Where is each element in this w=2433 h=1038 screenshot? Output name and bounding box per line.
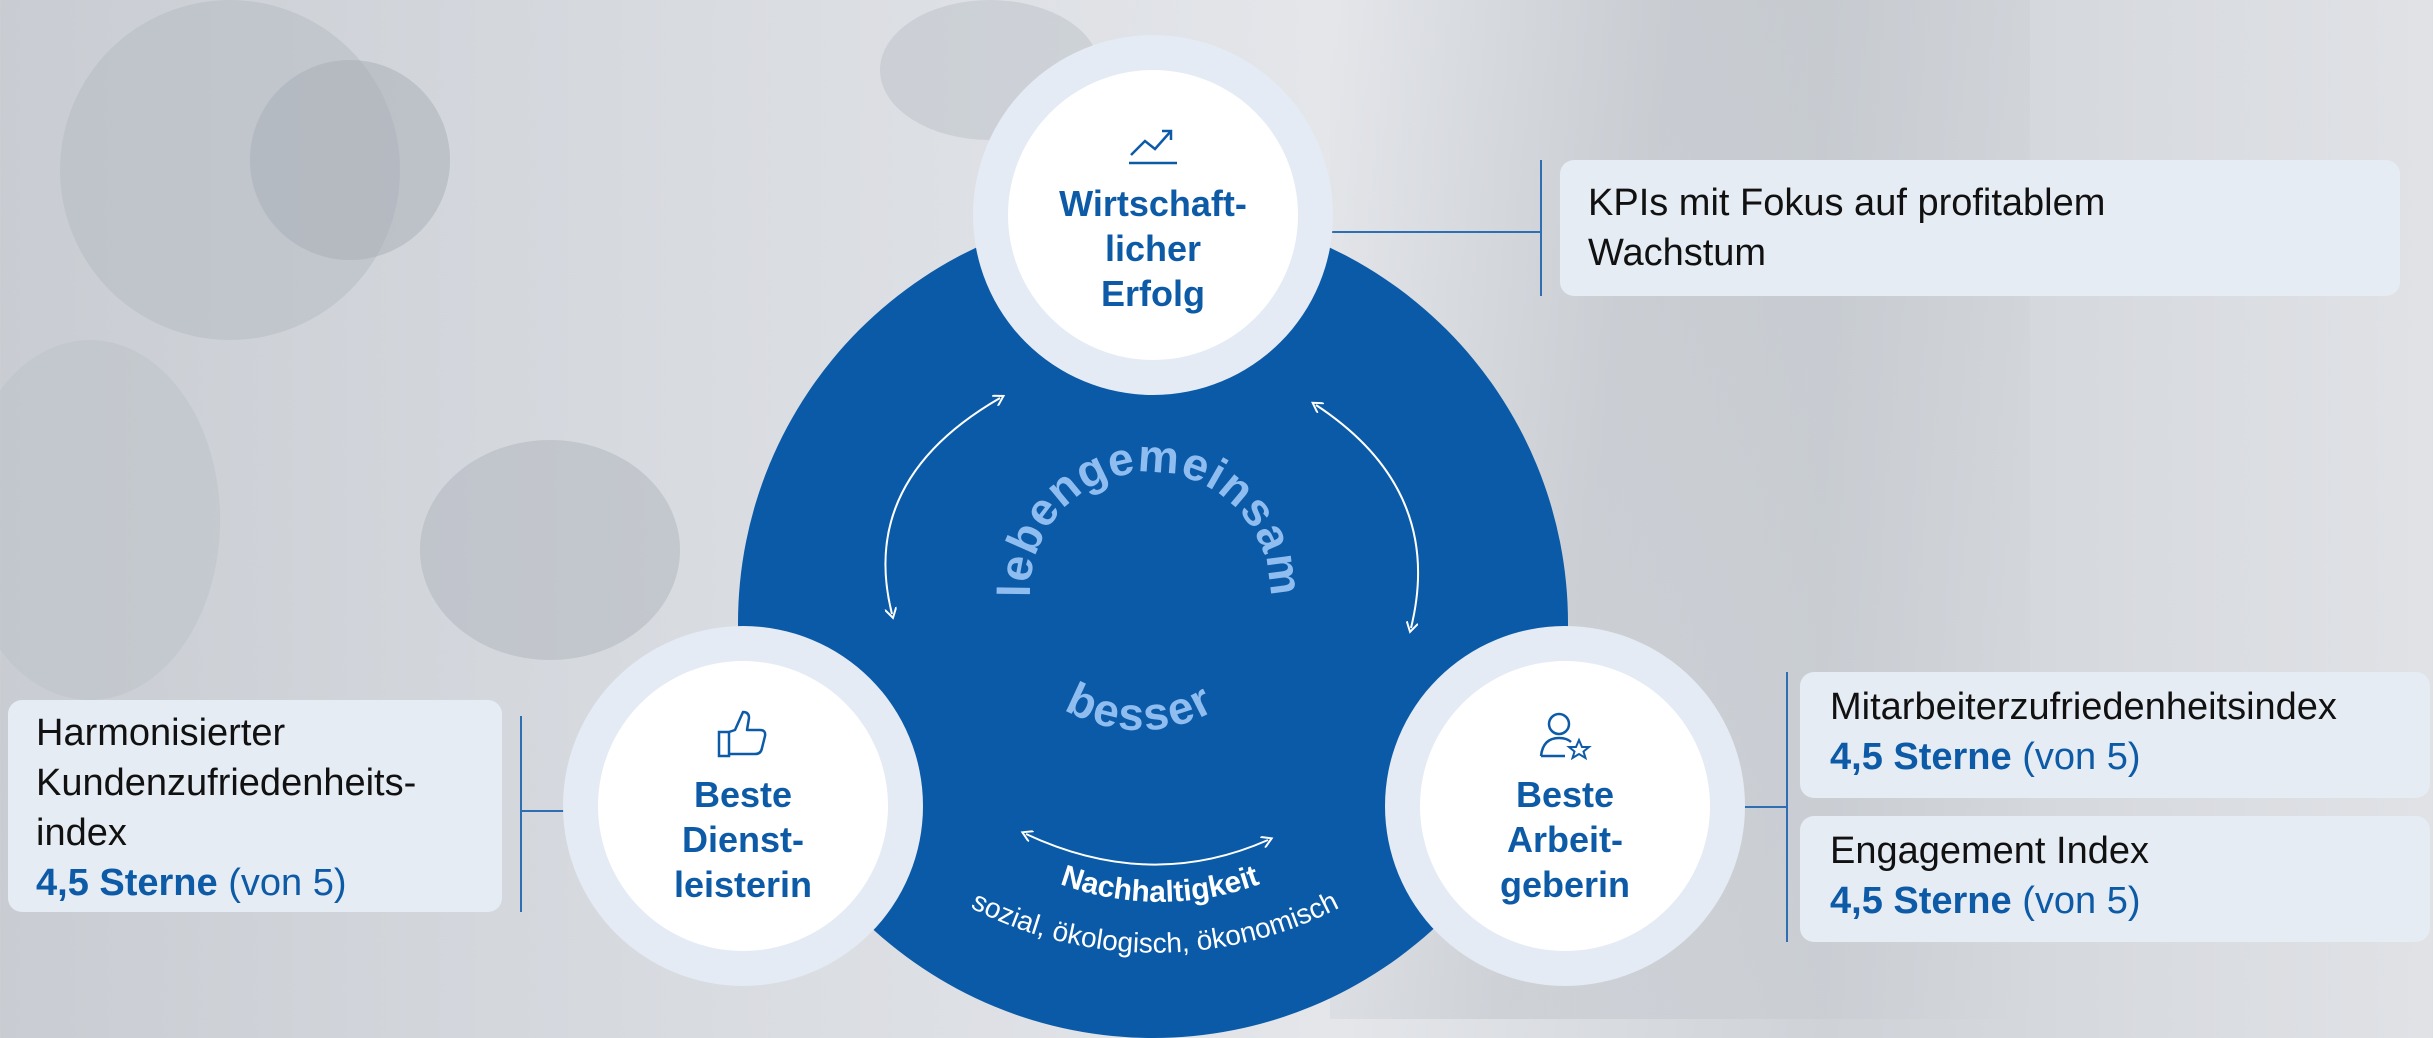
box-engagement-index: Engagement Index 4,5 Sterne (von 5) [1800, 816, 2430, 942]
box-engagement-rating: 4,5 Sterne [1830, 880, 2012, 922]
box-employee-satisfaction: Mitarbeiterzufriedenheitsindex 4,5 Stern… [1800, 672, 2430, 798]
node-best-employer-label: Beste Arbeit- geberin [1499, 773, 1631, 905]
box-engagement-scale: (von 5) [2022, 880, 2141, 922]
connector-kpi-vertical [1540, 160, 1542, 296]
node-best-service-provider: Beste Dienst- leisterin [563, 626, 923, 986]
box-customer-scale: (von 5) [228, 862, 347, 904]
box-kpi-text: KPIs mit Fokus auf profitablem Wachstum [1588, 182, 2106, 274]
thumbs-up-icon [717, 710, 767, 757]
user-star-icon [1539, 712, 1592, 760]
trend-up-icon [1129, 129, 1177, 164]
connector-customer-vertical [520, 716, 522, 912]
connector-employee-vertical [1786, 672, 1788, 942]
box-kpi: KPIs mit Fokus auf profitablem Wachstum [1560, 160, 2400, 296]
center-word-bottom: besser [1059, 672, 1221, 741]
connector-kpi-horizontal [1330, 231, 1540, 233]
box-employee-scale: (von 5) [2022, 736, 2141, 778]
connector-employee-horizontal [1740, 806, 1786, 808]
box-employee-text: Mitarbeiterzufriedenheitsindex [1830, 686, 2337, 728]
arrow-top-right [1316, 405, 1419, 628]
box-customer-text: Harmonisierter Kundenzufriedenheits-inde… [36, 712, 417, 854]
arrow-bottom [1026, 834, 1268, 866]
sustainability-title: Nachhaltigkeit [1057, 859, 1263, 909]
node-best-employer: Beste Arbeit- geberin [1385, 626, 1745, 986]
node-best-service-provider-label: Beste Dienst- leisterin [673, 773, 813, 905]
box-employee-rating: 4,5 Sterne [1830, 736, 2012, 778]
node-economic-success: Wirtschaft- licher Erfolg [973, 35, 1333, 395]
node-economic-success-label: Wirtschaft- licher Erfolg [1059, 182, 1247, 314]
box-customer-satisfaction: Harmonisierter Kundenzufriedenheits-inde… [8, 700, 502, 912]
connector-customer-horizontal [520, 810, 570, 812]
box-engagement-text: Engagement Index [1830, 830, 2150, 872]
box-customer-rating: 4,5 Sterne [36, 862, 218, 904]
center-word-top: lebengemeinsam [988, 429, 1313, 599]
arrow-top-left [884, 398, 1000, 614]
